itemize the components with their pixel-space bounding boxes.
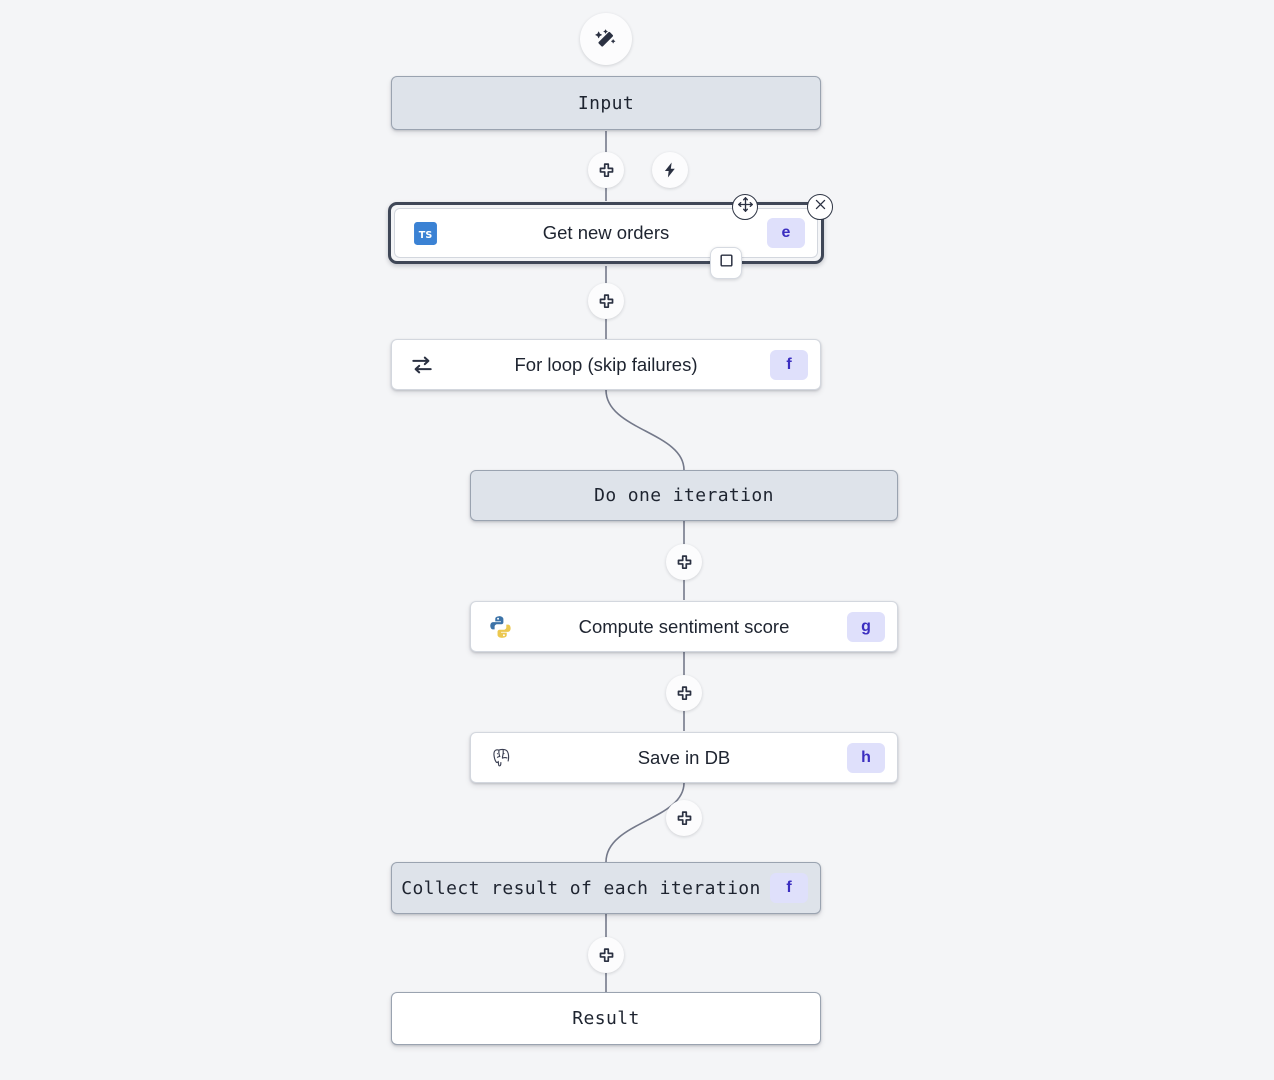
node-get-new-orders-selection[interactable]: TS Get new orders e [388, 202, 824, 264]
node-collect-result-label: Collect result of each iteration [401, 877, 761, 899]
plus-icon [676, 810, 693, 827]
node-result-label: Result [572, 1008, 640, 1029]
node-save-in-db[interactable]: Save in DB h [470, 732, 898, 783]
node-get-new-orders[interactable]: TS Get new orders e [394, 208, 818, 258]
lightning-icon [661, 161, 679, 179]
svg-text:TS: TS [418, 229, 432, 240]
node-result[interactable]: Result [391, 992, 821, 1045]
typescript-icon: TS [405, 209, 445, 257]
plus-icon [598, 162, 615, 179]
postgresql-icon [481, 733, 521, 782]
insert-after-iteration-button[interactable] [666, 544, 702, 580]
node-input-label: Input [577, 92, 635, 114]
insert-trigger-button[interactable] [652, 152, 688, 188]
magic-wand-icon [593, 26, 619, 52]
node-input[interactable]: Input [391, 76, 821, 130]
node-do-one-iteration[interactable]: Do one iteration [470, 470, 898, 521]
node-compute-sentiment-score[interactable]: Compute sentiment score g [470, 601, 898, 652]
close-button[interactable] [807, 194, 833, 220]
square-icon [718, 252, 735, 274]
insert-after-input-button[interactable] [588, 152, 624, 188]
node-for-loop-label: For loop (skip failures) [514, 353, 698, 375]
node-get-new-orders-label: Get new orders [542, 222, 670, 243]
node-collect-result-badge[interactable]: f [770, 873, 808, 903]
node-compute-sentiment-score-badge[interactable]: g [847, 611, 885, 642]
move-icon [737, 196, 754, 218]
expand-button[interactable] [710, 247, 742, 279]
edge-forloop-to-iteration [605, 389, 685, 471]
node-compute-sentiment-score-label: Compute sentiment score [578, 615, 790, 637]
node-collect-result[interactable]: Collect result of each iteration f [391, 862, 821, 914]
insert-after-savedb-button[interactable] [666, 800, 702, 836]
plus-icon [598, 947, 615, 964]
node-for-loop[interactable]: For loop (skip failures) f [391, 339, 821, 390]
ai-generate-button[interactable] [580, 13, 632, 65]
plus-icon [676, 554, 693, 571]
node-do-one-iteration-label: Do one iteration [594, 485, 774, 506]
loop-icon [402, 340, 442, 389]
insert-after-get-orders-button[interactable] [588, 283, 624, 319]
plus-icon [598, 293, 615, 310]
node-save-in-db-label: Save in DB [637, 746, 731, 768]
insert-after-collect-button[interactable] [588, 937, 624, 973]
node-for-loop-badge[interactable]: f [770, 349, 808, 380]
node-save-in-db-badge[interactable]: h [847, 742, 885, 773]
insert-after-sentiment-button[interactable] [666, 675, 702, 711]
close-icon [813, 197, 828, 217]
python-icon [481, 602, 521, 651]
move-handle[interactable] [732, 194, 758, 220]
plus-icon [676, 685, 693, 702]
node-get-new-orders-badge[interactable]: e [767, 218, 805, 248]
